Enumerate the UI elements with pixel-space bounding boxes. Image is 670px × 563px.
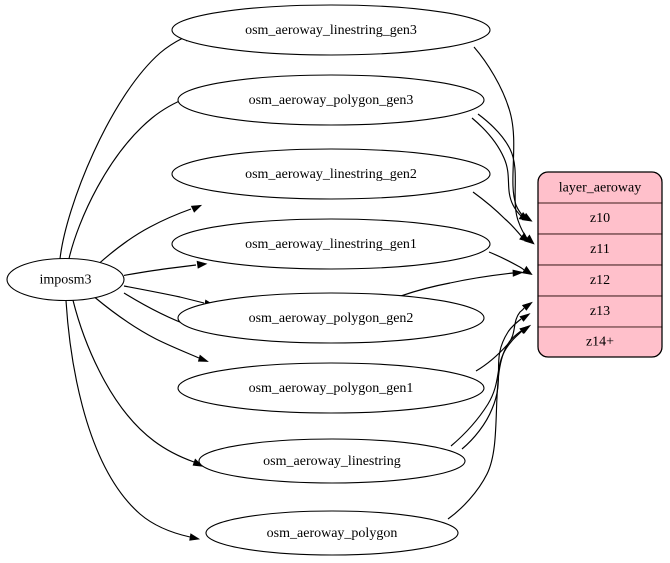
record-row-cell-z12[interactable]	[537, 264, 663, 297]
edge-polygon-gen1-to-z13	[475, 301, 533, 372]
node-osm-aeroway-polygon[interactable]: osm_aeroway_polygon	[205, 510, 459, 556]
node-osm-aeroway-linestring-gen2[interactable]: osm_aeroway_linestring_gen2	[171, 148, 491, 200]
record-row-cell-z11[interactable]	[537, 233, 663, 266]
edge-imposm3-to-polygon	[65, 300, 201, 541]
record-row-cell-z10[interactable]	[537, 202, 663, 235]
edge-polygon-gen3-to-z10	[471, 117, 530, 221]
record-row-cell-z14[interactable]	[537, 326, 663, 358]
edge-linestring-gen3-to-z10	[473, 46, 533, 222]
node-layer-aeroway-record[interactable]: layer_aeroway z10 z11 z12 z13 z14+	[537, 171, 663, 358]
edge-linestring-to-z14	[461, 313, 531, 450]
node-osm-aeroway-linestring-gen1[interactable]: osm_aeroway_linestring_gen1	[171, 218, 491, 270]
node-osm-aeroway-linestring[interactable]: osm_aeroway_linestring	[198, 438, 466, 484]
node-imposm3[interactable]: imposm3	[6, 257, 125, 302]
node-osm-aeroway-polygon-gen2[interactable]: osm_aeroway_polygon_gen2	[177, 292, 485, 344]
edge-imposm3-to-linestring-gen1	[123, 260, 208, 276]
node-osm-aeroway-linestring-gen3[interactable]: osm_aeroway_linestring_gen3	[171, 4, 491, 56]
edge-polygon-to-z14	[447, 325, 531, 520]
edge-imposm3-to-polygon-gen1	[94, 297, 209, 362]
edge-group-tables-to-layer	[123, 46, 535, 520]
record-row-cell-z13[interactable]	[537, 295, 663, 328]
edge-imposm3-to-linestring-gen2	[98, 204, 203, 264]
record-header-cell	[537, 171, 663, 204]
node-osm-aeroway-polygon-gen3[interactable]: osm_aeroway_polygon_gen3	[177, 74, 485, 126]
record-outline	[537, 171, 663, 358]
edge-linestring-gen1-to-z12	[488, 251, 533, 276]
node-osm-aeroway-polygon-gen1[interactable]: osm_aeroway_polygon_gen1	[177, 362, 485, 414]
edge-linestring-gen2-to-z11	[472, 191, 530, 243]
edge-imposm3-to-polygon-gen2	[123, 285, 215, 307]
